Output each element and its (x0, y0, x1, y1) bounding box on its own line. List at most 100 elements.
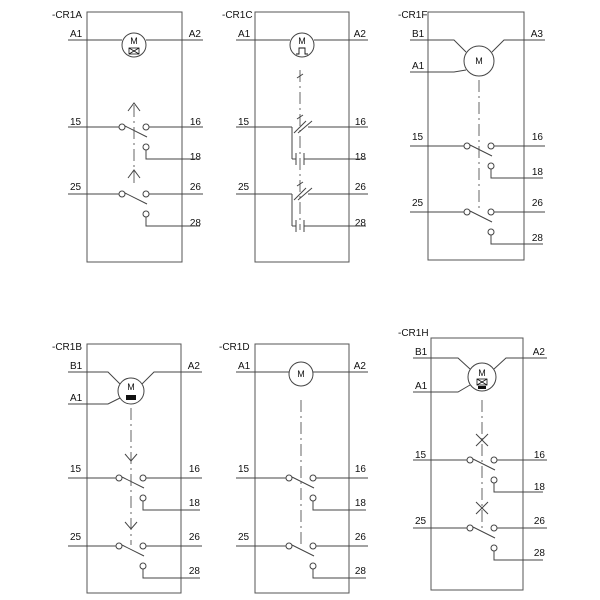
timing-block-icon (478, 386, 486, 389)
contact-nc-wire (312, 501, 366, 511)
no-terminal-label: 26 (355, 532, 367, 543)
nc-terminal-label: 28 (534, 548, 546, 559)
relay-frame (86, 343, 182, 594)
contact-pivot (118, 123, 126, 131)
timing-pulse-icon (296, 47, 308, 55)
contact-nc-terminal (142, 210, 150, 218)
nc-terminal-label: 28 (355, 218, 367, 229)
nc-terminal-label: 28 (532, 233, 544, 244)
delay-down-arrow-icon (124, 521, 138, 530)
contact-no-terminal (490, 456, 498, 464)
coil-terminal-label: B1 (415, 347, 428, 358)
coil-terminal-label: A1 (415, 381, 428, 392)
contact-blade (124, 192, 148, 205)
contact-nc-wire (145, 150, 200, 160)
contact-blade (121, 476, 145, 489)
contact-set: 15 16 18 (68, 453, 202, 511)
contact-blade (472, 526, 496, 539)
contact-nc-wire (490, 169, 543, 179)
no-terminal-label: 26 (189, 532, 201, 543)
coil-symbol-label: M (475, 56, 483, 66)
contact-no-terminal (309, 542, 317, 550)
coil-terminal-label: A1 (238, 361, 251, 372)
contact-nc-wire (493, 483, 543, 493)
timing-block-icon (126, 395, 136, 400)
contact-nc-terminal (490, 544, 498, 552)
contact-delay-mark (296, 181, 304, 187)
contact-nc-wire (145, 217, 200, 227)
contact-no-terminal (142, 190, 150, 198)
contact-no-terminal (487, 208, 495, 216)
contact-blade (469, 144, 493, 157)
coil-wire-b1 (68, 371, 121, 385)
nc-terminal-label: 18 (355, 152, 367, 163)
contact-nc-terminal (487, 162, 495, 170)
common-terminal-label: 25 (238, 532, 250, 543)
no-terminal-label: 16 (189, 464, 201, 475)
relay-name-label: -CR1F (398, 10, 427, 21)
delay-cross-icon (475, 433, 489, 447)
contact-pivot (466, 524, 474, 532)
common-terminal-label: 15 (238, 464, 250, 475)
nc-terminal-label: 18 (189, 498, 201, 509)
contact-nc-wire (142, 501, 200, 511)
contact-blade (121, 544, 145, 557)
contact-pivot (463, 208, 471, 216)
relay-name-label: -CR1H (398, 328, 429, 339)
nc-terminal-label: 18 (355, 498, 367, 509)
delay-up-arrow-icon (127, 169, 141, 179)
coil-wire-right (141, 371, 202, 385)
relay-name-label: -CR1C (222, 10, 253, 21)
coil-terminal-label: A2 (188, 361, 201, 372)
contact-no-terminal (309, 474, 317, 482)
contact-nc-terminal (309, 562, 317, 570)
contact-nc-wire (142, 569, 200, 579)
coil-wire-b1 (413, 357, 471, 370)
contact-no-terminal (490, 524, 498, 532)
no-terminal-label: 16 (532, 132, 544, 143)
coil-motor-symbol (121, 32, 147, 58)
coil-symbol-label: M (298, 36, 306, 46)
contact-set: 25 26 28 (68, 521, 202, 579)
coil-terminal-label: A1 (70, 29, 83, 40)
contact-pivot (115, 542, 123, 550)
contact-nc-wire (312, 569, 366, 579)
coil-terminal-label: B1 (70, 361, 83, 372)
relay-frame (430, 337, 524, 591)
relay-frame (254, 343, 350, 594)
no-terminal-label: 26 (532, 198, 544, 209)
relay-name-label: -CR1D (219, 342, 250, 353)
timing-envelope-icon (476, 378, 488, 386)
contact-blade (297, 120, 313, 134)
relay-frame (86, 11, 183, 263)
contact-blade (291, 476, 315, 489)
no-terminal-label: 26 (355, 182, 367, 193)
common-terminal-label: 15 (70, 464, 82, 475)
relay-frame (254, 11, 350, 263)
contact-pivot (463, 142, 471, 150)
contact-blade (291, 544, 315, 557)
coil-terminal-label: B1 (412, 29, 425, 40)
common-terminal-label: 25 (70, 532, 82, 543)
nc-terminal-label: 18 (532, 167, 544, 178)
contact-delay-mark (296, 114, 304, 120)
contact-nc-terminal (139, 494, 147, 502)
contact-pivot (285, 474, 293, 482)
coil-motor-symbol (289, 32, 315, 58)
coil-terminal-label: A1 (412, 61, 425, 72)
coil-wire-right (491, 39, 545, 53)
no-terminal-label: 16 (534, 450, 546, 461)
coil-symbol-label: M (127, 382, 135, 392)
contact-blade (293, 120, 307, 134)
nc-terminal-label: 28 (189, 566, 201, 577)
